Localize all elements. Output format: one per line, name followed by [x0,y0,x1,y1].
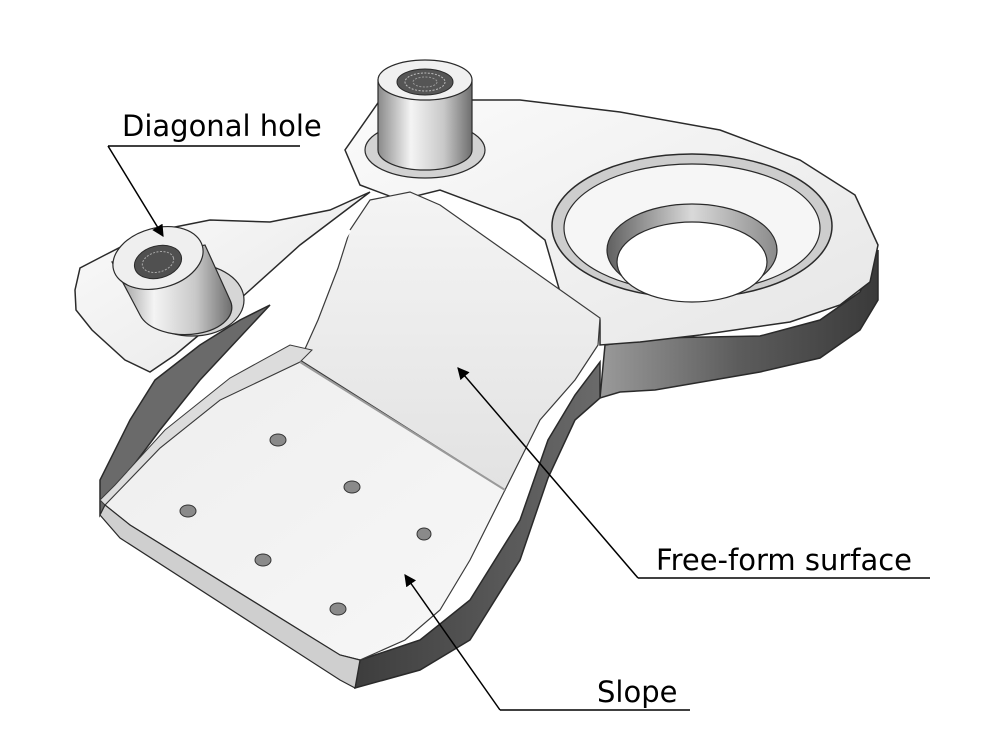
floor-hole [343,480,361,494]
top-threaded-boss [364,59,486,179]
diagonal-boss [111,226,245,337]
floor-hole [416,527,432,541]
callout-slope: Slope [404,574,690,711]
callout-diagonal-hole: Diagonal hole [107,109,322,238]
label-diagonal-hole: Diagonal hole [122,109,322,143]
floor-front-edge [99,504,361,689]
callout-free-form-surface: Free-form surface [457,367,930,579]
floor-fillet-line [299,361,506,491]
part-body [74,59,879,690]
floor-hole [329,602,347,616]
pocket-left-fillet [99,344,313,506]
floor-hole [179,504,197,518]
floor-hole [269,433,287,447]
leader-slope [404,574,501,711]
leader-diagonal-hole [107,145,164,238]
floor-holes [179,433,432,616]
large-bore [551,153,833,303]
leader-free-form-surface [457,367,639,579]
free-form-surface [299,191,601,491]
left-side-wall [99,304,271,518]
label-free-form-surface: Free-form surface [656,543,912,577]
curve-highlight-line [298,229,352,346]
label-slope: Slope [597,675,677,709]
floor-hole [254,553,272,567]
right-side-wall [599,249,879,400]
